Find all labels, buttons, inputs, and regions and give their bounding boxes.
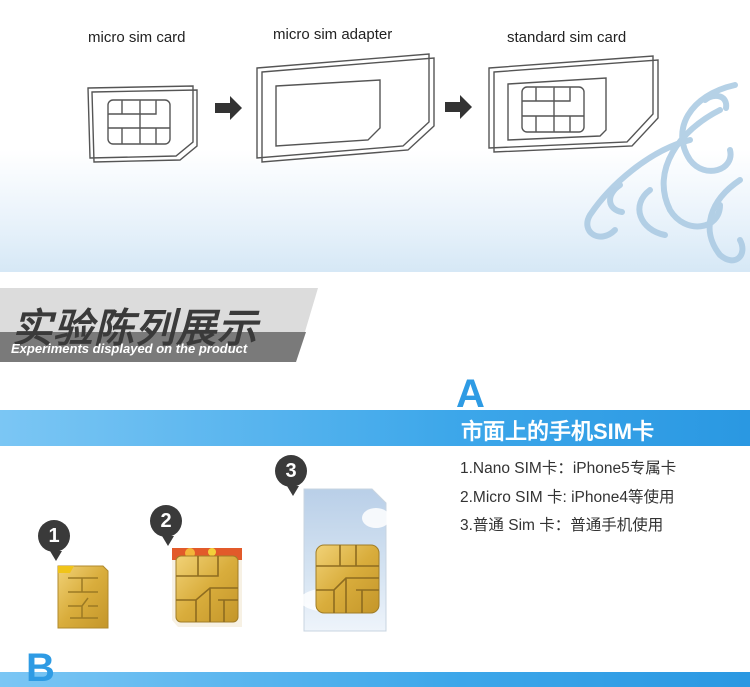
banner-title: 实验陈列展示 <box>12 307 258 351</box>
section-b-letter: B <box>26 646 55 687</box>
section-a-letter: A <box>456 372 485 416</box>
standard-sim-card-label: standard sim card <box>507 29 627 46</box>
list-item: 2.Micro SIM 卡: iPhone4等使用 <box>460 488 675 506</box>
title-banner <box>0 288 318 362</box>
section-a-heading: 市面上的手机SIM卡 <box>461 419 655 444</box>
standard-sim-card-drawing <box>488 55 659 153</box>
number-badge-2: 2 <box>150 505 182 546</box>
sim-type-list: 1.Nano SIM卡：iPhone5专属卡 2.Micro SIM 卡: iP… <box>460 455 676 541</box>
standard-sim-photo <box>300 488 390 632</box>
diagram-line-art <box>87 53 746 264</box>
arrow-right-icon <box>445 95 472 119</box>
floral-decoration <box>584 82 746 264</box>
arrow-right-icon <box>215 96 242 120</box>
micro-sim-photo <box>172 548 242 627</box>
sim-adapter-diagram: micro sim card micro sim adapter standar… <box>0 0 750 272</box>
list-item: 1.Nano SIM卡：iPhone5专属卡 <box>460 460 677 477</box>
micro-sim-card-drawing <box>87 85 198 163</box>
banner-subtitle: Experiments displayed on the product <box>11 341 248 356</box>
micro-sim-adapter-label: micro sim adapter <box>273 26 393 43</box>
nano-sim-photo <box>57 565 109 629</box>
number-badge-3: 3 <box>275 455 307 496</box>
section-a-bar <box>0 410 750 446</box>
micro-sim-adapter-drawing <box>256 53 435 163</box>
section-b-bar <box>0 672 750 687</box>
micro-sim-card-label: micro sim card <box>88 29 186 46</box>
number-badge-1: 1 <box>38 520 70 561</box>
list-item: 3.普通 Sim 卡：普通手机使用 <box>460 517 664 534</box>
